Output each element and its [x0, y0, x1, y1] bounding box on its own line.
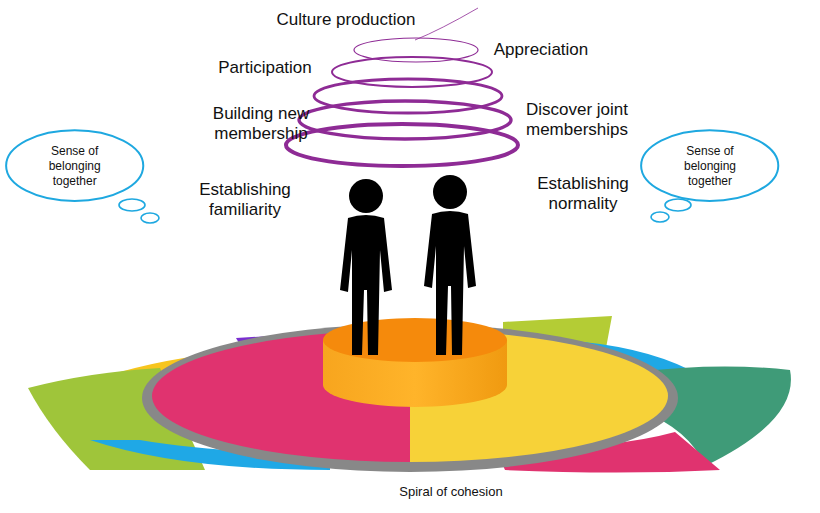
spiral-label: Building new membership [191, 104, 331, 145]
spiral-label: Culture production [256, 10, 436, 30]
spiral-label: Establishing familiarity [180, 180, 310, 221]
spiral-label: Establishing normality [518, 174, 648, 215]
bubble-text: Sense of belonging together [26, 144, 124, 189]
bubble-text: Sense of belonging together [661, 144, 759, 189]
thought-bubble: Sense of belonging together [639, 128, 780, 203]
spiral-label: Participation [195, 58, 335, 78]
thought-bubble: Sense of belonging together [4, 128, 145, 203]
spiral-label: Appreciation [471, 40, 611, 60]
diagram-label: Spiral of cohesion [371, 484, 531, 500]
spiral-label: Discover joint memberships [502, 100, 652, 141]
